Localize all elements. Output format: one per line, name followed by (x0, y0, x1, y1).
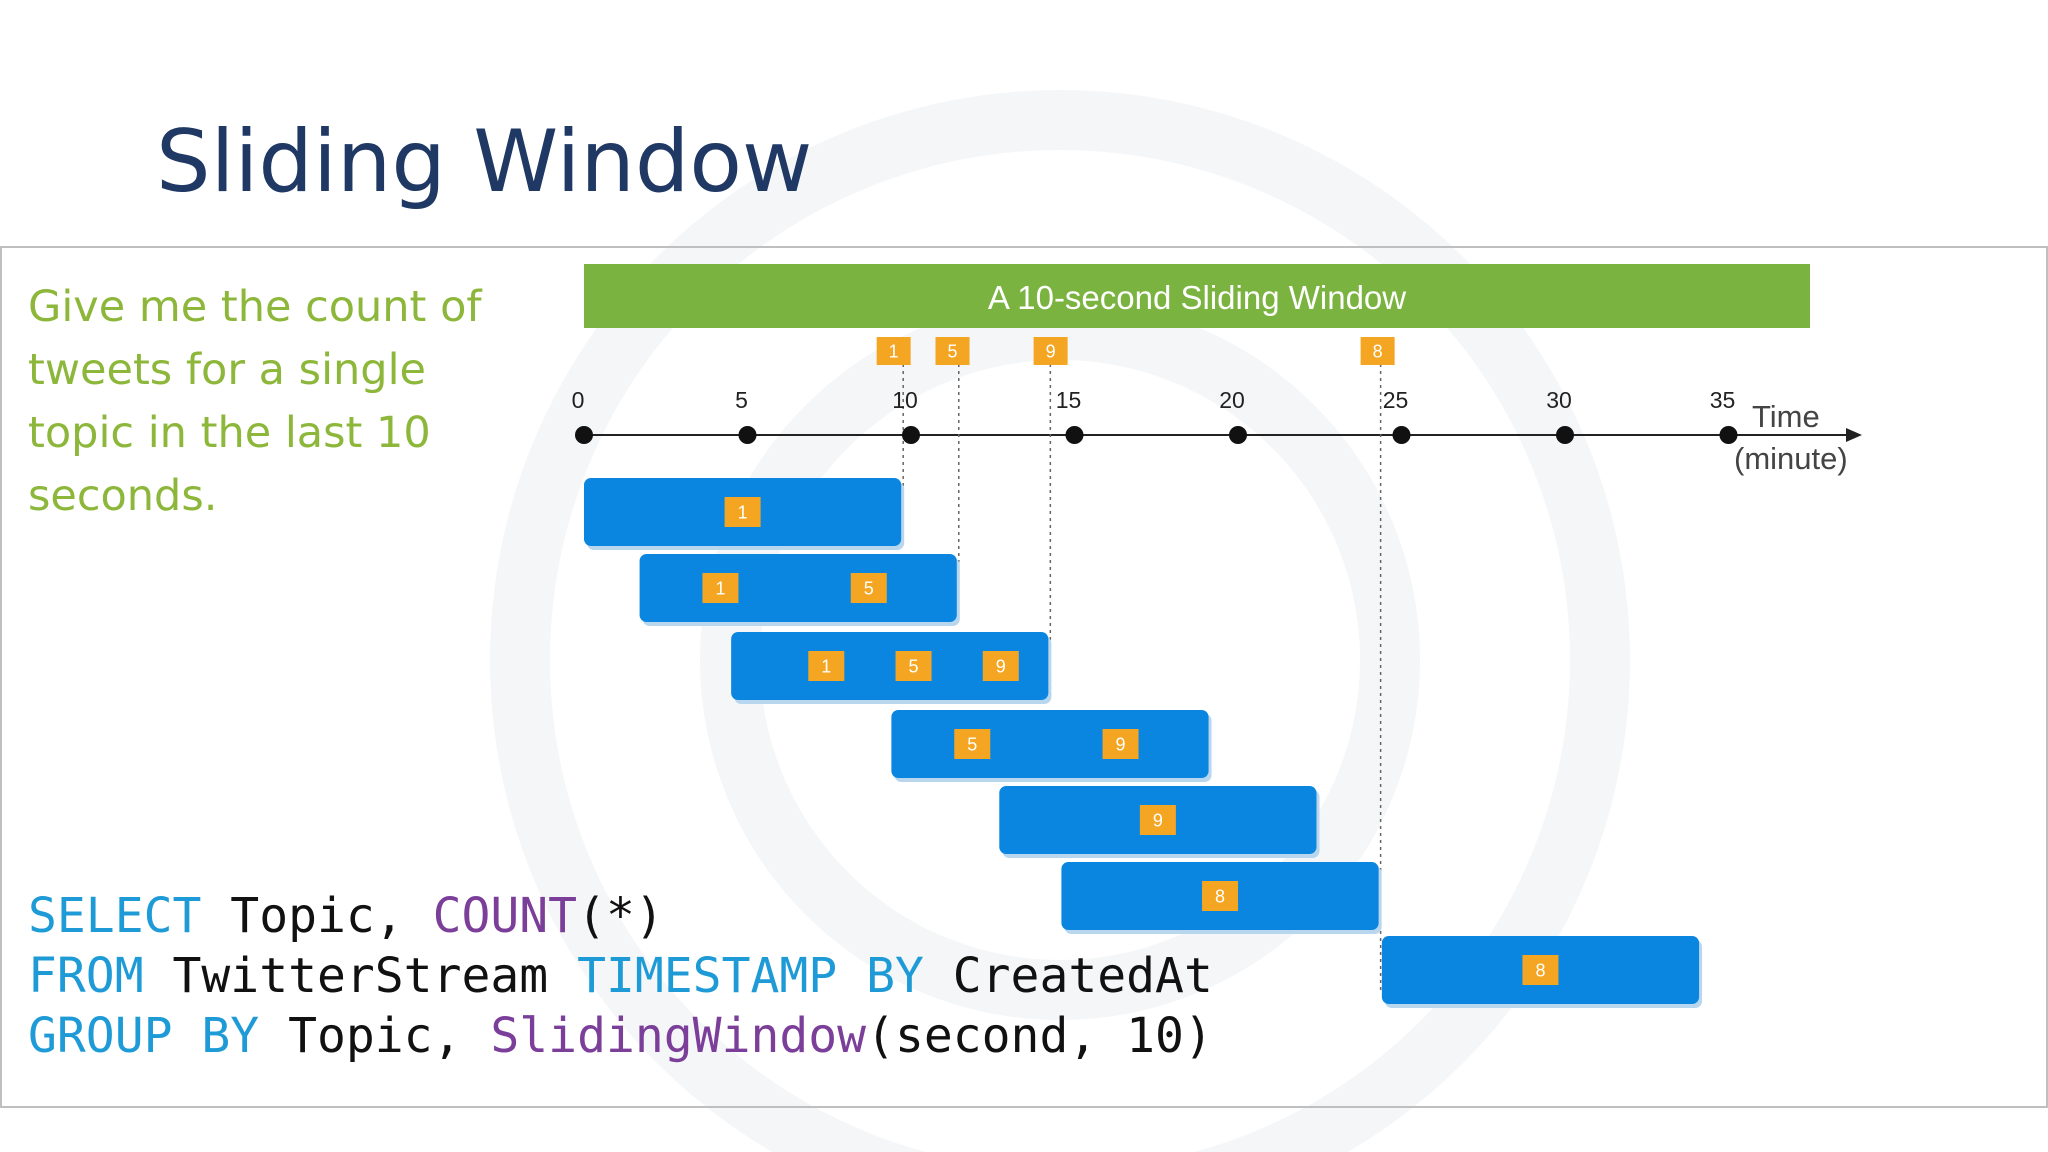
event-label: 1 (715, 578, 725, 598)
event-label: 8 (1535, 960, 1545, 980)
axis-label-unit: (minute) (1734, 441, 1848, 476)
event-label: 1 (821, 656, 831, 676)
event-marker (1202, 881, 1239, 911)
event-marker (702, 573, 739, 603)
tick-mark (1392, 426, 1411, 444)
tick-mark (738, 426, 757, 444)
code-text: TwitterStream (143, 948, 578, 1004)
event-marker (935, 337, 970, 365)
axis-label-time: Time (1752, 399, 1820, 434)
event-label: 5 (864, 578, 874, 598)
window-bar (639, 554, 957, 622)
tick-mark (575, 426, 593, 444)
event-label: 5 (909, 656, 919, 676)
query-code: SELECT Topic, COUNT(*)FROM TwitterStream… (28, 886, 1213, 1066)
tick-mark (1556, 426, 1574, 444)
event-marker (850, 573, 887, 603)
event-label: 9 (996, 656, 1006, 676)
tick-label: 35 (1710, 387, 1736, 413)
event-label: 8 (1373, 341, 1383, 361)
event-marker (876, 337, 911, 365)
event-marker (724, 497, 761, 527)
code-keyword: GROUP BY (28, 1008, 260, 1064)
sliding-window-bar: 8 (1381, 936, 1703, 1008)
code-text: (*) (577, 888, 664, 944)
code-keyword: TIMESTAMP BY (577, 948, 924, 1004)
tick-mark (1719, 426, 1738, 444)
sliding-window-bar: 9 (999, 786, 1320, 858)
code-keyword: FROM (28, 948, 144, 1004)
code-line-1: SELECT Topic, COUNT(*) (28, 886, 1213, 946)
code-function: COUNT (432, 888, 578, 944)
event-marker (1139, 805, 1176, 835)
event-marker (1522, 955, 1559, 985)
tick-label: 30 (1546, 387, 1572, 413)
window-bar (891, 710, 1209, 778)
event-marker (1033, 337, 1068, 365)
code-function: SlidingWindow (490, 1008, 867, 1064)
event-label: 8 (1215, 886, 1225, 906)
event-marker (1102, 729, 1139, 759)
question-text: Give me the count of tweets for a single… (28, 282, 482, 521)
code-text: (second, 10) (866, 1008, 1213, 1064)
code-text: Topic, (259, 1008, 491, 1064)
sliding-window-bar: 8 (1061, 862, 1382, 934)
tick-label: 25 (1383, 387, 1409, 413)
event-marker (808, 651, 845, 681)
event-label: 5 (967, 734, 977, 754)
tick-mark (902, 426, 920, 444)
event-label: 1 (738, 502, 748, 522)
tick-label: 10 (892, 387, 918, 413)
window-banner (584, 264, 1810, 328)
tick-label: 0 (572, 387, 585, 413)
code-line-3: GROUP BY Topic, SlidingWindow(second, 10… (28, 1006, 1213, 1066)
tick-label: 5 (735, 387, 748, 413)
tick-label: 20 (1219, 387, 1245, 413)
event-label: 1 (889, 341, 899, 361)
event-marker (982, 651, 1019, 681)
event-marker (895, 651, 932, 681)
tick-label: 15 (1056, 387, 1082, 413)
time-axis-arrowhead (1846, 428, 1862, 442)
event-label: 9 (1046, 341, 1056, 361)
window-banner-label: A 10-second Sliding Window (988, 279, 1406, 316)
code-text: CreatedAt (923, 948, 1213, 1004)
code-line-2: FROM TwitterStream TIMESTAMP BY CreatedA… (28, 946, 1213, 1006)
page-title: Sliding Window (156, 112, 813, 212)
window-bar (731, 632, 1049, 700)
event-label: 9 (1153, 810, 1163, 830)
code-keyword: SELECT (28, 888, 202, 944)
event-label: 5 (948, 341, 958, 361)
sliding-window-bar: 1 5 9 (731, 632, 1052, 704)
code-text: Topic, (201, 888, 433, 944)
sliding-window-bar: 1 (584, 478, 905, 550)
tick-mark (1229, 426, 1247, 444)
event-marker (1360, 337, 1395, 365)
event-label: 9 (1116, 734, 1126, 754)
tick-mark (1065, 426, 1084, 444)
event-marker (954, 729, 991, 759)
content-frame (0, 246, 2048, 1108)
